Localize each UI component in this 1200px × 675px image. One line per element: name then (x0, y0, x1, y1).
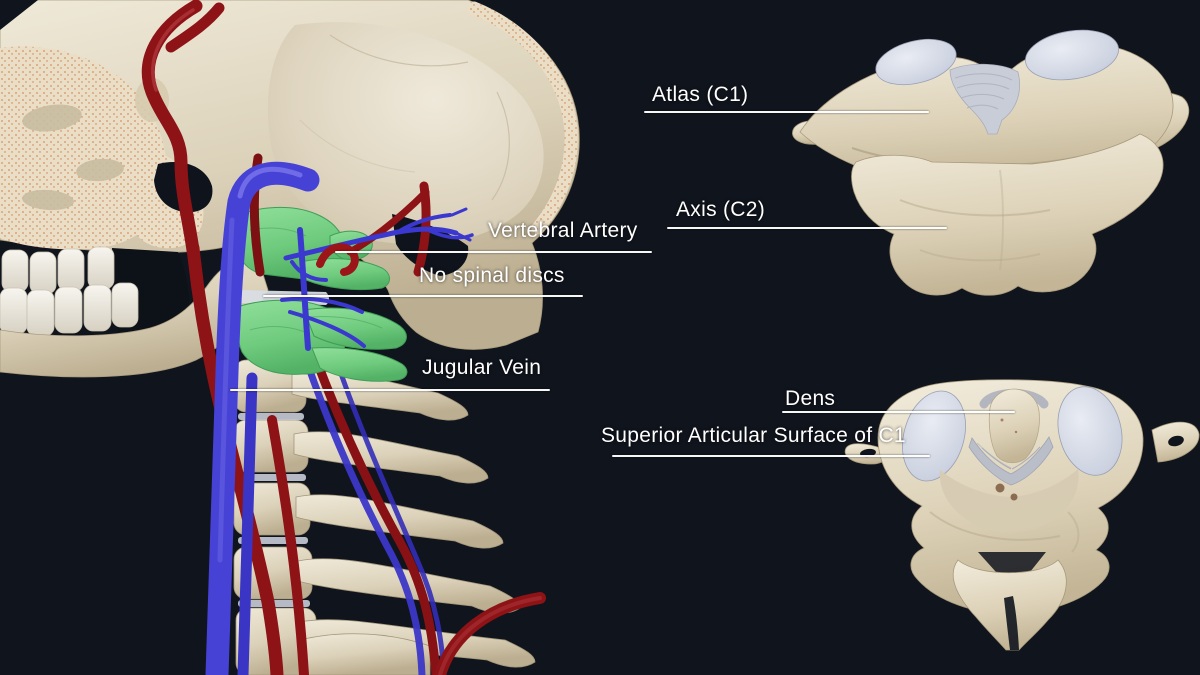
inner-cranial-vault (267, 22, 544, 245)
vertebral-artery-label: Vertebral Artery (488, 219, 638, 242)
atlas-label: Atlas (C1) (652, 83, 749, 106)
dens-label-line (782, 411, 1015, 413)
jugular-vein-label: Jugular Vein (422, 356, 542, 379)
lower-artery-arc-sheen (438, 596, 542, 675)
vertebral-vein-path (296, 338, 426, 675)
carotid-sheen (151, 8, 195, 92)
vertebral-artery-deep-path (307, 343, 441, 675)
dens-pit-1 (1000, 418, 1004, 422)
deep-jugular-branch-path (237, 372, 258, 675)
transverse-ligament-v (968, 436, 1054, 486)
ligament-fan (949, 63, 1020, 135)
background-corner (0, 0, 38, 30)
no-spinal-discs-label: No spinal discs (419, 264, 565, 287)
mid-neck-artery-path (267, 415, 309, 675)
carotid-branch-path (165, 2, 225, 53)
neck-vessels-illustration (141, 0, 546, 675)
right-superior-articular-facet (1057, 386, 1123, 476)
dens-label: Dens (785, 387, 836, 410)
no-spinal-discs-label-line (263, 295, 583, 297)
atlas-superior-model (844, 379, 1200, 651)
ligament-striations (954, 73, 1013, 110)
vertebral-vessels-deep (296, 338, 447, 675)
carotid-artery-skull-path (141, 0, 203, 257)
dens-pit-2 (1014, 430, 1018, 434)
upper-teeth (1, 246, 115, 295)
c2-spinous-green (311, 347, 408, 382)
superior-articular-surface-label: Superior Articular Surface of C1 (601, 424, 906, 447)
canal-interior (939, 469, 1079, 533)
suture-lines (299, 34, 510, 201)
axis-label: Axis (C2) (676, 198, 766, 221)
jugular-sheen-long (217, 217, 235, 563)
jugular-vein-label-line (230, 389, 550, 391)
carotid-artery-neck-path (186, 241, 284, 675)
atlas-left-superior-facet (875, 38, 957, 86)
dens-knob (988, 388, 1040, 464)
jugular-sheen-top (237, 166, 303, 199)
vertebral-artery-label-line (335, 251, 652, 253)
left-superior-articular-facet (902, 390, 966, 482)
ring-shading (929, 511, 1080, 553)
nutrient-foramen-1 (995, 483, 1005, 493)
superior-articular-surface-label-line (612, 455, 930, 457)
posterior-diploe-band (467, 1, 578, 235)
lamina-dark-gap (978, 552, 1046, 592)
venous-plexus-branches (280, 207, 474, 351)
axis-label-line (667, 227, 947, 229)
axis-shading (899, 169, 1051, 271)
right-transverse-foramen (1168, 435, 1184, 447)
vertebral-artery-ascending-path (346, 188, 430, 256)
atlas-label-line (644, 111, 929, 113)
spinous-cleft (1004, 596, 1019, 650)
nutrient-foramen-2 (1010, 493, 1018, 501)
atlas-right-superior-facet (1025, 29, 1119, 81)
ligament-v-striations (976, 442, 1041, 470)
lower-teeth (0, 282, 139, 337)
deep-vein-2 (335, 362, 447, 675)
atlas-axis-posterior-model (792, 29, 1190, 296)
